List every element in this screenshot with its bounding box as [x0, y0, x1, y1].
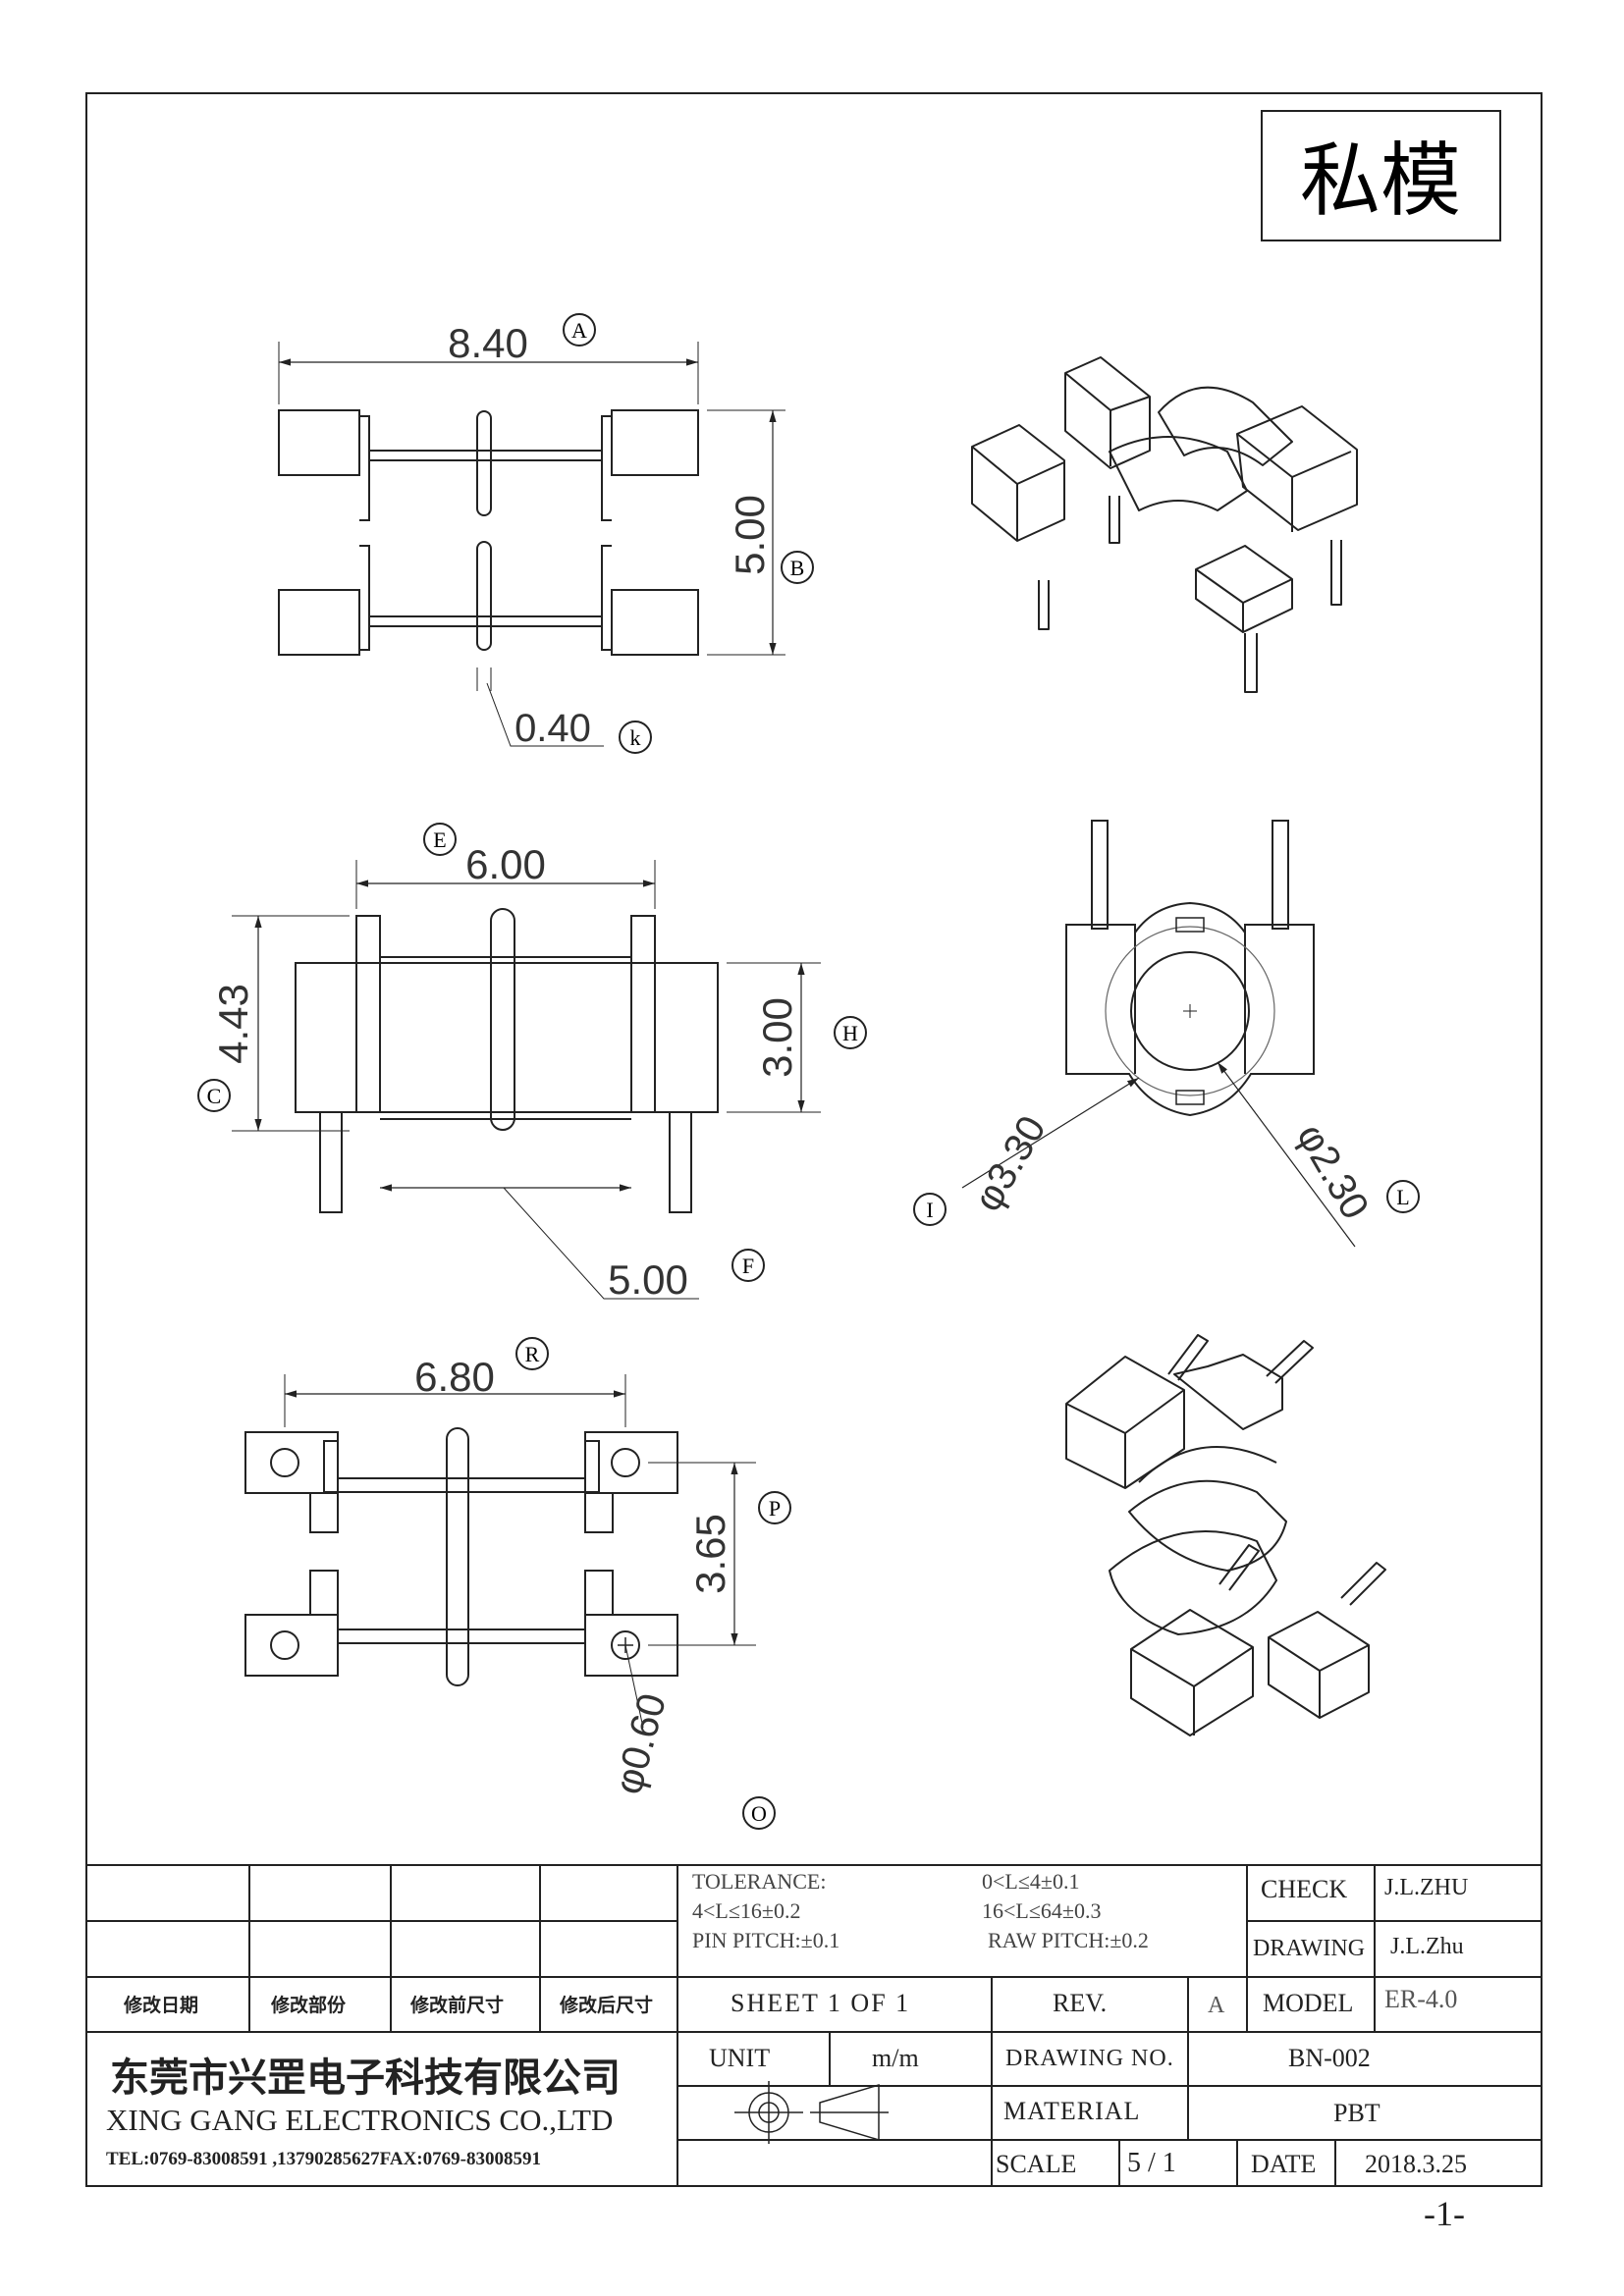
view-bottom: [244, 1374, 756, 1729]
dim-R: 6.80 R: [414, 1337, 549, 1400]
tolerance-3: 16<L≤64±0.3: [982, 1898, 1102, 1923]
raw-pitch: RAW PITCH:±0.2: [988, 1928, 1149, 1952]
sheet-border: [85, 92, 1543, 2187]
dim-O: φ0.60 O: [607, 1689, 776, 1830]
date-value: 2018.3.25: [1365, 2150, 1467, 2178]
dim-P-value: 3.65: [687, 1514, 733, 1594]
company-contact: TEL:0769-83008591 ,13790285627FAX:0769-8…: [106, 2149, 541, 2169]
projection-symbol: [734, 2081, 889, 2144]
dim-O-label: O: [751, 1801, 767, 1826]
dim-F-label: F: [742, 1254, 754, 1278]
dim-E-label: E: [433, 828, 446, 852]
dim-O-value: φ0.60: [607, 1689, 675, 1799]
dim-I-label: I: [926, 1198, 933, 1222]
rev-header-before: 修改前尺寸: [410, 1995, 505, 2016]
date-label: DATE: [1251, 2150, 1317, 2178]
dim-F-value: 5.00: [608, 1256, 688, 1303]
dim-F: 5.00 F: [608, 1249, 765, 1303]
dim-A: 8.40 A: [448, 313, 596, 366]
stamp-box: [1261, 110, 1501, 241]
iso-view-bottom: [1065, 1334, 1386, 1736]
view-side: [232, 860, 821, 1300]
tolerance-2: 4<L≤16±0.2: [692, 1898, 801, 1923]
material-value: PBT: [1333, 2099, 1380, 2127]
dim-E: 6.00 E: [423, 823, 546, 887]
rev-header-after: 修改后尺寸: [560, 1995, 654, 2016]
dim-R-value: 6.80: [414, 1354, 495, 1400]
title-block-grid: [86, 1864, 1542, 2186]
dim-A-label: A: [571, 318, 587, 343]
dim-B-value: 5.00: [727, 495, 773, 575]
dim-E-value: 6.00: [465, 841, 546, 887]
rev-header-date: 修改日期: [124, 1995, 199, 2016]
drawing-no-value: BN-002: [1288, 2044, 1371, 2072]
dim-R-label: R: [525, 1342, 540, 1366]
model-label: MODEL: [1263, 1989, 1354, 2017]
scale-label: SCALE: [996, 2150, 1077, 2178]
dim-P-label: P: [769, 1496, 781, 1521]
view-end: [961, 820, 1356, 1248]
drawing-no-label: DRAWING NO.: [1005, 2046, 1174, 2071]
dim-L: φ2.30 L: [1288, 1117, 1420, 1227]
rev-label: REV.: [1053, 1989, 1108, 2017]
dim-k-value: 0.40: [514, 707, 591, 750]
view-top: [278, 342, 785, 747]
dim-k: 0.40 k: [514, 707, 652, 754]
material-label: MATERIAL: [1003, 2097, 1141, 2125]
dim-L-value: φ2.30: [1288, 1117, 1377, 1227]
dim-A-value: 8.40: [448, 320, 528, 366]
dim-H-value: 3.00: [754, 997, 800, 1078]
sheet-count: SHEET 1 OF 1: [731, 1989, 911, 2017]
hole-marker: [618, 1637, 633, 1653]
scale-value: 5 / 1: [1127, 2148, 1176, 2178]
drawing-label: DRAWING: [1253, 1936, 1366, 1961]
dim-I: φ3.30 I: [913, 1109, 1055, 1226]
dim-B-label: B: [790, 556, 805, 580]
dim-C: 4.43 C: [197, 984, 256, 1112]
dim-P: 3.65 P: [687, 1491, 791, 1594]
tolerance-1: 0<L≤4±0.1: [982, 1869, 1080, 1894]
unit-value: m/m: [872, 2044, 919, 2072]
dim-C-label: C: [207, 1084, 222, 1108]
check-value: J.L.ZHU: [1384, 1875, 1469, 1900]
dim-I-value: φ3.30: [966, 1109, 1055, 1219]
dim-L-label: L: [1396, 1185, 1409, 1209]
dim-B: 5.00 B: [727, 495, 814, 584]
dim-k-label: k: [630, 725, 641, 750]
rev-header-part: 修改部份: [271, 1995, 347, 2016]
company-name-cn: 东莞市兴罡电子科技有限公司: [110, 2056, 621, 2101]
drawing-value: J.L.Zhu: [1390, 1934, 1464, 1959]
company-name-en: XING GANG ELECTRONICS CO.,LTD: [106, 2103, 614, 2137]
iso-view-top: [971, 356, 1358, 693]
rev-value: A: [1208, 1993, 1225, 2018]
model-value: ER-4.0: [1384, 1985, 1458, 2013]
pin-pitch: PIN PITCH:±0.1: [692, 1928, 840, 1952]
dim-C-value: 4.43: [210, 984, 256, 1064]
stamp-text: 私模: [1300, 134, 1461, 228]
unit-label: UNIT: [709, 2044, 771, 2072]
tolerance-label: TOLERANCE:: [692, 1869, 827, 1894]
dim-H-label: H: [842, 1021, 858, 1045]
check-label: CHECK: [1261, 1875, 1348, 1903]
page-number: -1-: [1424, 2194, 1465, 2233]
dim-H: 3.00 H: [754, 997, 867, 1078]
